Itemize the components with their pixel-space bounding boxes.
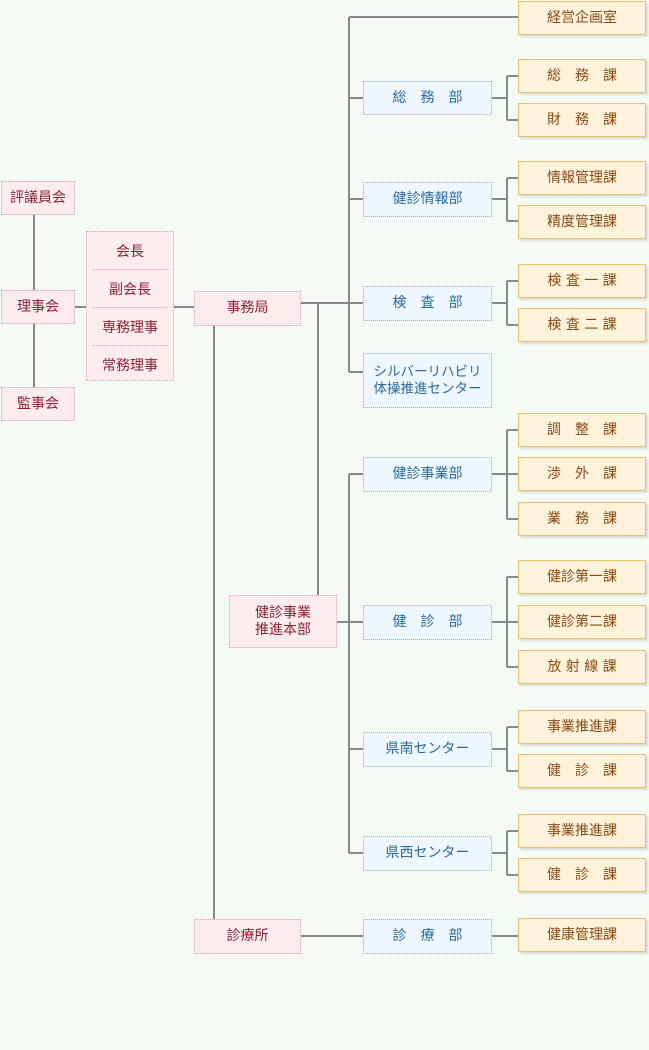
section-health-management: 健康管理課 (518, 918, 646, 952)
section-west-checkup: 健 診 課 (518, 858, 646, 892)
secretariat-node: 事務局 (194, 291, 301, 326)
promotion-hq-node: 健診事業 推進本部 (229, 595, 337, 648)
south-center-division: 県南センター (363, 732, 492, 767)
officer-senior-director: 専務理事 (93, 308, 167, 346)
section-quality-control: 精度管理課 (518, 205, 646, 239)
section-general-affairs: 総 務 課 (518, 59, 646, 93)
promotion-hq-line2: 推進本部 (255, 621, 311, 638)
section-checkup-1: 健診第一課 (518, 560, 646, 594)
officer-vice-president: 副会長 (93, 270, 167, 308)
section-inspection-1: 検 査 一 課 (518, 264, 646, 298)
silver-rehab-line2: 体操推進センター (373, 380, 482, 397)
checkup-info-division: 健診情報部 (363, 182, 492, 217)
silver-rehab-line1: シルバーリハビリ (373, 363, 482, 380)
silver-rehab-center: シルバーリハビリ 体操推進センター (363, 353, 492, 408)
section-info-management: 情報管理課 (518, 161, 646, 195)
section-operations: 業 務 課 (518, 502, 646, 536)
section-finance: 財 務 課 (518, 103, 646, 137)
board-node: 理事会 (1, 290, 75, 324)
checkup-division: 健 診 部 (363, 605, 492, 640)
section-south-checkup: 健 診 課 (518, 754, 646, 788)
clinic-node: 診療所 (194, 919, 301, 954)
planning-office-node: 経営企画室 (518, 1, 646, 35)
west-center-division: 県西センター (363, 836, 492, 871)
promotion-hq-line1: 健診事業 (255, 604, 311, 621)
checkup-business-division: 健診事業部 (363, 457, 492, 492)
section-coordination: 調 整 課 (518, 413, 646, 447)
section-checkup-2: 健診第二課 (518, 605, 646, 639)
section-external-affairs: 渉 外 課 (518, 457, 646, 491)
officers-node: 会長 副会長 専務理事 常務理事 (86, 231, 174, 381)
section-inspection-2: 検 査 二 課 (518, 308, 646, 342)
officer-managing-director: 常務理事 (102, 357, 158, 374)
section-south-promotion: 事業推進課 (518, 710, 646, 744)
medical-treatment-division: 診 療 部 (363, 919, 492, 954)
section-west-promotion: 事業推進課 (518, 814, 646, 848)
section-radiology: 放 射 線 課 (518, 650, 646, 684)
auditors-node: 監事会 (1, 387, 75, 421)
council-node: 評議員会 (1, 181, 75, 215)
general-affairs-division: 総 務 部 (363, 81, 492, 115)
officer-president: 会長 (93, 232, 167, 270)
inspection-division: 検 査 部 (363, 286, 492, 321)
